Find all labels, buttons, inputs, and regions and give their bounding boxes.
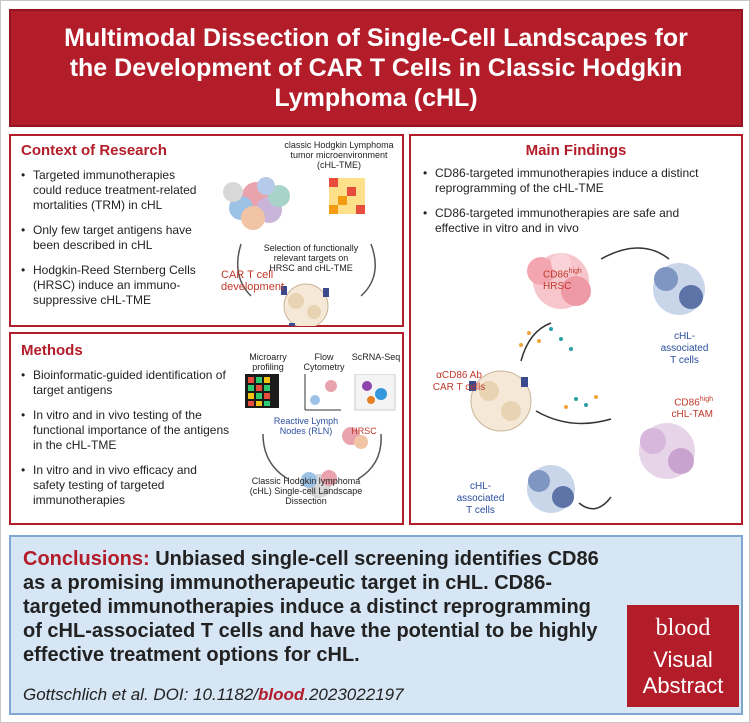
car-development-label: CAR T cell development: [221, 269, 284, 293]
tme-illustration: [223, 177, 376, 326]
cd86-hrsc-main: CD86: [543, 269, 569, 281]
tam-cluster-icon: [639, 423, 695, 479]
cd86-hrsc-sup: high: [568, 268, 582, 275]
list-item: Only few target antigens have been descr…: [21, 223, 206, 253]
findings-illustration: [469, 247, 705, 513]
car-t-cells-label: αCD86 Ab CAR T cells: [432, 370, 486, 393]
assoc-t-cells-bottom-label: cHL-associated T cells: [456, 481, 505, 516]
blood-logo: blood: [655, 615, 711, 641]
cd86-tam-label: CD86high cHL-TAM: [643, 394, 713, 421]
cytokine-dots-icon: [519, 327, 598, 409]
visual-abstract-badge: blood Visual Abstract: [627, 605, 739, 707]
curved-arrow-icon: [578, 496, 612, 510]
citation-em: blood: [257, 685, 305, 704]
tme-label: classic Hodgkin Lymphoma tumor microenvi…: [284, 140, 394, 170]
cd86-hrsc-sub: HRSC: [543, 281, 572, 293]
methods-bullets: Bioinformatic-guided identification of t…: [21, 368, 231, 518]
chl-cluster-icon: [301, 470, 337, 498]
scrna-umap-icon: [354, 374, 396, 411]
list-item: Targeted immunotherapies could reduce tr…: [21, 168, 206, 213]
microarray-label: Microarry profiling: [249, 352, 287, 372]
methods-heading: Methods: [21, 342, 83, 359]
title-banner: Multimodal Dissection of Single-Cell Lan…: [9, 9, 743, 127]
hrsc-cell-icon: [342, 427, 368, 449]
curved-arrow-icon: [236, 243, 252, 297]
t-cell-cluster-icon: [527, 465, 575, 513]
tumor-cluster-icon: [223, 177, 290, 230]
t-cell-cluster-icon: [653, 263, 705, 315]
cd86-tam-sub: cHL-TAM: [671, 409, 713, 421]
scrna-seq-label: ScRNA-Seq: [351, 352, 401, 362]
methods-illustration: [245, 374, 396, 498]
citation-prefix: Gottschlich et al. DOI: 10.1182/: [23, 685, 258, 704]
cd86-tam-sup: high: [699, 396, 713, 403]
curved-arrow-icon: [600, 247, 670, 260]
car-t-cell-icon: [281, 283, 329, 326]
page-title: Multimodal Dissection of Single-Cell Lan…: [64, 24, 688, 112]
landscape-label: Classic Hodgkin lymphoma (cHL) Single-ce…: [249, 476, 363, 506]
conclusion-box: Conclusions: Unbiased single-cell screen…: [9, 535, 743, 715]
cd86-tam-main: CD86: [674, 397, 700, 409]
conclusion-text: Conclusions: Unbiased single-cell screen…: [23, 547, 613, 667]
curved-arrow-icon: [360, 243, 376, 297]
curved-arrow-icon: [262, 433, 289, 480]
selection-label: Selection of functionally relevant targe…: [263, 243, 359, 273]
curved-arrow-icon: [535, 410, 612, 425]
list-item: In vitro and in vivo efficacy and safety…: [21, 463, 231, 508]
context-panel: Context of Research Targeted immunothera…: [9, 134, 404, 327]
heatmap-icon: [329, 178, 365, 214]
curved-arrow-icon: [520, 322, 552, 362]
microarray-icon: [245, 374, 279, 408]
cd86-hrsc-label: CD86high HRSC: [543, 266, 603, 293]
badge-visual: Visual: [653, 647, 713, 672]
badge-abstract: Abstract: [642, 673, 724, 698]
curved-arrow-icon: [357, 433, 382, 480]
list-item: CD86-targeted immunotherapies induce a d…: [423, 166, 723, 196]
list-item: CD86-targeted immunotherapies are safe a…: [423, 206, 723, 236]
findings-heading: Main Findings: [525, 142, 627, 159]
list-item: In vitro and in vivo testing of the func…: [21, 408, 231, 453]
conclusion-label: Conclusions:: [23, 548, 150, 570]
list-item: Hodgkin-Reed Sternberg Cells (HRSC) indu…: [21, 263, 206, 308]
citation-suffix: .2023022197: [304, 685, 404, 704]
methods-panel: Methods Bioinformatic-guided identificat…: [9, 332, 404, 525]
list-item: Bioinformatic-guided identification of t…: [21, 368, 231, 398]
findings-bullets: CD86-targeted immunotherapies induce a d…: [423, 166, 723, 246]
hrsc-label: HRSC: [351, 426, 377, 436]
car-t-cell-icon: [469, 370, 532, 432]
conclusion-body: Unbiased single-cell screening identifie…: [23, 548, 599, 666]
rln-label: Reactive Lymph Nodes (RLN): [273, 416, 339, 436]
context-heading: Context of Research: [21, 142, 167, 159]
citation: Gottschlich et al. DOI: 10.1182/blood.20…: [23, 685, 404, 705]
assoc-t-cells-top-label: cHL-associated T cells: [660, 331, 709, 366]
context-bullets: Targeted immunotherapies could reduce tr…: [21, 168, 206, 318]
hrsc-cluster-icon: [527, 253, 591, 309]
flow-cytometry-icon: [304, 374, 341, 411]
flow-cytometry-label: Flow Cytometry: [303, 352, 345, 372]
findings-panel: Main Findings CD86-targeted immunotherap…: [409, 134, 743, 525]
